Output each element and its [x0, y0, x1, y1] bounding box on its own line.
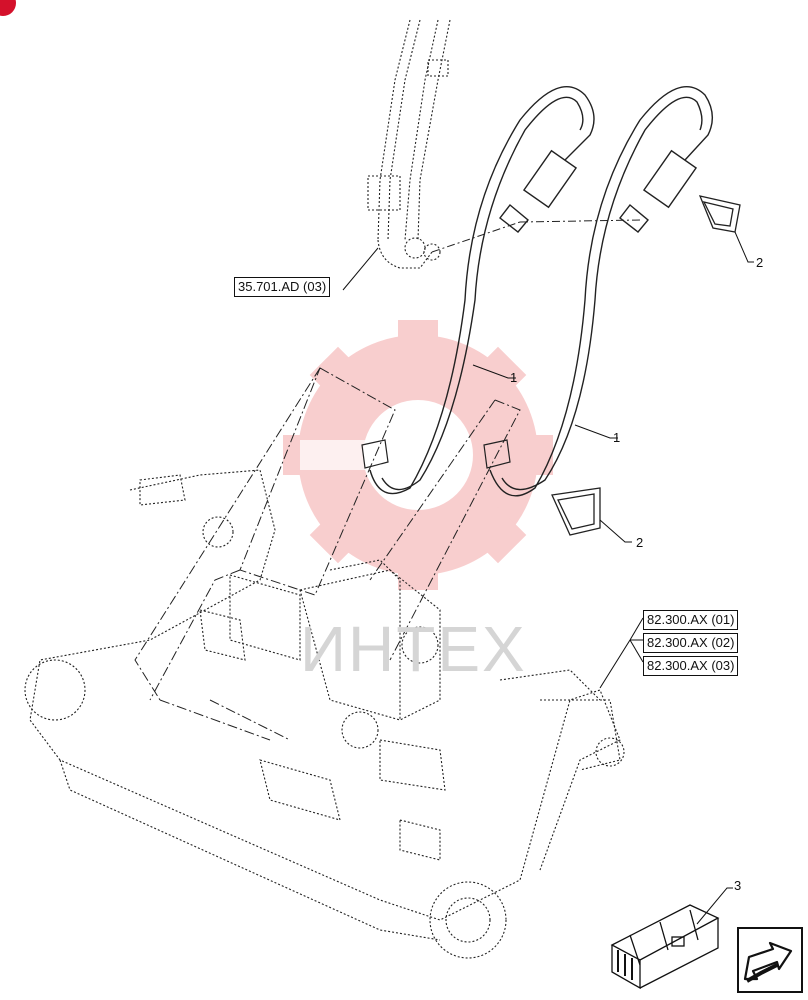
hose-fittings [361, 439, 511, 469]
ref-frame-03[interactable]: 82.300.AX (03) [643, 656, 739, 676]
hydraulic-hose-left [369, 86, 595, 495]
watermark-text: ИНТЕХ [300, 613, 527, 685]
frame-reference-stack: 82.300.AX (01) 82.300.AX (02) 82.300.AX … [643, 610, 739, 679]
watermark-gear-icon [283, 320, 553, 590]
next-page-arrow-icon [743, 941, 793, 983]
ref-frame-02[interactable]: 82.300.AX (02) [643, 633, 739, 653]
hydraulic-hose-right [489, 86, 713, 497]
callout-hose-left: 1 [510, 370, 518, 385]
hose-kit-box-icon [610, 904, 720, 990]
connection-line [431, 219, 641, 253]
corner-badge-icon [0, 0, 16, 16]
callout-cap-top: 2 [756, 255, 764, 270]
ref-hose-connection[interactable]: 35.701.AD (03) [234, 277, 331, 297]
quick-coupler-frame [24, 469, 625, 959]
next-page-button[interactable] [737, 927, 803, 993]
ref-frame-01[interactable]: 82.300.AX (01) [643, 610, 739, 630]
callout-kit-box: 3 [734, 878, 742, 893]
machine-hose-lines [367, 19, 451, 269]
callout-hose-right: 1 [613, 430, 621, 445]
leader-lines [342, 231, 754, 925]
dust-cap-top [698, 195, 741, 233]
dust-cap-bottom [551, 487, 601, 536]
phantom-hose-routes [134, 367, 521, 741]
callout-cap-bottom: 2 [636, 535, 644, 550]
